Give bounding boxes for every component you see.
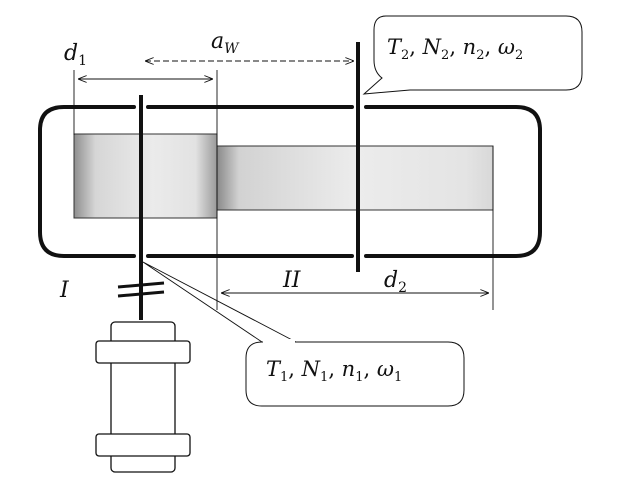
- output-callout: T2, N2, n2, ω2: [362, 15, 583, 95]
- shaft-I-label: I: [59, 278, 70, 303]
- d1-label: d1: [64, 41, 87, 69]
- electric-motor: [95, 321, 191, 473]
- wheel-gear: [216, 145, 494, 211]
- pinion-gear: [73, 133, 218, 219]
- input-callout-text: T1, N1, n1, ω1: [266, 357, 402, 385]
- dimension-lines: [73, 61, 494, 310]
- shaft-coupling: [117, 281, 165, 298]
- gearbox-housing: [38, 105, 542, 258]
- d2-label: d2: [384, 268, 407, 296]
- input-callout: T1, N1, n1, ω1: [142, 261, 465, 407]
- output-callout-text: T2, N2, n2, ω2: [387, 35, 523, 63]
- aw-label: aW: [211, 29, 240, 57]
- shaft-II-label: II: [282, 268, 302, 293]
